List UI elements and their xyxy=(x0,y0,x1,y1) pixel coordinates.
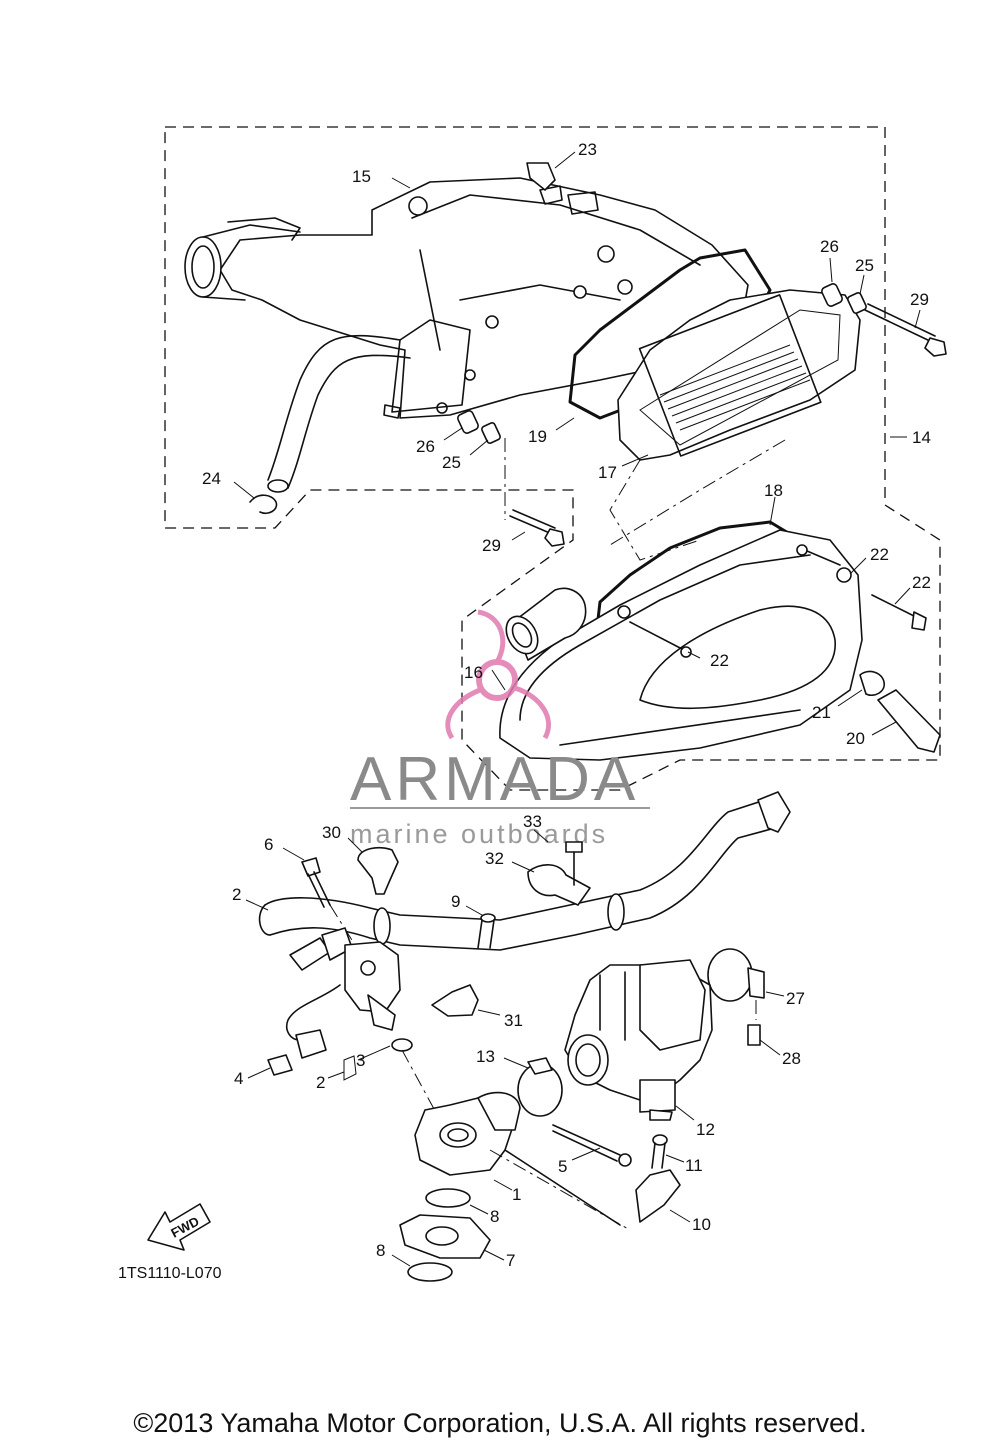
drawing-code: 1TS1110-L070 xyxy=(118,1265,222,1282)
callout-27: 27 xyxy=(786,989,805,1008)
callout-22-b: 22 xyxy=(912,573,931,592)
callout-22-c: 22 xyxy=(710,651,729,670)
callout-18: 18 xyxy=(764,481,783,500)
callout-5: 5 xyxy=(558,1157,567,1176)
upper-group-outline xyxy=(164,126,941,791)
collar-4 xyxy=(267,1054,293,1076)
callout-24: 24 xyxy=(202,469,221,488)
callout-7: 7 xyxy=(506,1251,515,1270)
injector-assembly xyxy=(289,927,401,1031)
collar-28 xyxy=(747,1024,761,1046)
callout-25-upper: 25 xyxy=(855,256,874,275)
callout-20: 20 xyxy=(846,729,865,748)
bolt-9 xyxy=(477,913,496,949)
filter-element-17 xyxy=(617,289,861,461)
callout-29-upper: 29 xyxy=(910,290,929,309)
callout-23: 23 xyxy=(578,140,597,159)
callout-4: 4 xyxy=(234,1069,243,1088)
clip-24 xyxy=(249,494,278,515)
drain-plug-20 xyxy=(877,689,941,753)
clamp-13 xyxy=(517,1057,563,1117)
collar-26-lower xyxy=(457,410,479,434)
callout-16: 16 xyxy=(464,663,483,682)
callout-9: 9 xyxy=(451,892,460,911)
watermark-tagline: marine outboards xyxy=(350,819,608,849)
callout-10: 10 xyxy=(692,1215,711,1234)
callout-26-upper: 26 xyxy=(820,237,839,256)
air-cleaner-cover xyxy=(499,529,863,761)
callout-8-lower: 8 xyxy=(376,1241,385,1260)
callout-8-upper: 8 xyxy=(490,1207,499,1226)
bolt-29-lower xyxy=(509,509,565,547)
watermark-brand: ARMADA xyxy=(350,745,639,814)
flange-7 xyxy=(399,1214,491,1259)
copyright-notice: ©2013 Yamaha Motor Corporation, U.S.A. A… xyxy=(133,1408,867,1438)
bolt-29-upper xyxy=(864,303,947,357)
callout-17: 17 xyxy=(598,463,617,482)
clamp-32 xyxy=(527,864,591,906)
callout-33: 33 xyxy=(523,812,542,831)
callouts: 15 23 26 25 29 19 17 14 26 25 24 29 18 2… xyxy=(202,140,931,1270)
assembly-line-17-18 xyxy=(609,439,786,546)
harness-connector xyxy=(285,984,341,1059)
o-ring-3 xyxy=(391,1038,413,1052)
callout-32: 32 xyxy=(485,849,504,868)
callout-14: 14 xyxy=(912,428,931,447)
bolt-22-b xyxy=(871,594,927,631)
callout-22-a: 22 xyxy=(870,545,889,564)
o-ring-8-lower xyxy=(407,1262,453,1282)
callout-12: 12 xyxy=(696,1120,715,1139)
throttle-body-12 xyxy=(564,959,713,1121)
callout-28: 28 xyxy=(782,1049,801,1068)
callout-19: 19 xyxy=(528,427,547,446)
collar-26-upper xyxy=(821,283,843,307)
air-cleaner-case xyxy=(184,177,749,493)
callout-30: 30 xyxy=(322,823,341,842)
callout-3: 3 xyxy=(356,1051,365,1070)
callout-13: 13 xyxy=(476,1047,495,1066)
callout-11: 11 xyxy=(685,1156,703,1175)
clamp-21 xyxy=(859,670,885,697)
callout-2-upper: 2 xyxy=(232,885,241,904)
callout-6: 6 xyxy=(264,835,273,854)
wire-5 xyxy=(552,1124,632,1167)
intake-duct-16 xyxy=(505,587,587,661)
callout-15: 15 xyxy=(352,167,371,186)
hose-2 xyxy=(258,791,791,951)
callout-21: 21 xyxy=(812,703,831,722)
callout-25-lower: 25 xyxy=(442,453,461,472)
bracket-31 xyxy=(431,984,479,1017)
clamp-27 xyxy=(707,948,765,1020)
grommet-25-lower xyxy=(481,422,501,444)
intake-joint-1 xyxy=(414,1091,521,1176)
callout-1: 1 xyxy=(512,1185,521,1204)
callout-31: 31 xyxy=(504,1011,523,1030)
screw-33 xyxy=(565,841,583,886)
assembly-line-19-18 xyxy=(609,459,701,561)
bracket-23 xyxy=(526,162,556,191)
grommet-25-upper xyxy=(847,292,867,314)
watermark-logo xyxy=(445,609,552,740)
callout-2-lower: 2 xyxy=(316,1073,325,1092)
bracket-10 xyxy=(504,1149,681,1226)
callout-26-lower: 26 xyxy=(416,437,435,456)
bolt-22-c xyxy=(617,605,692,658)
screw-11 xyxy=(651,1134,668,1169)
fwd-arrow: FWD xyxy=(147,1203,211,1251)
callout-29-lower: 29 xyxy=(482,536,501,555)
bracket-30 xyxy=(357,846,399,895)
bolt-22-a xyxy=(796,544,852,583)
o-ring-8-upper xyxy=(425,1188,471,1208)
